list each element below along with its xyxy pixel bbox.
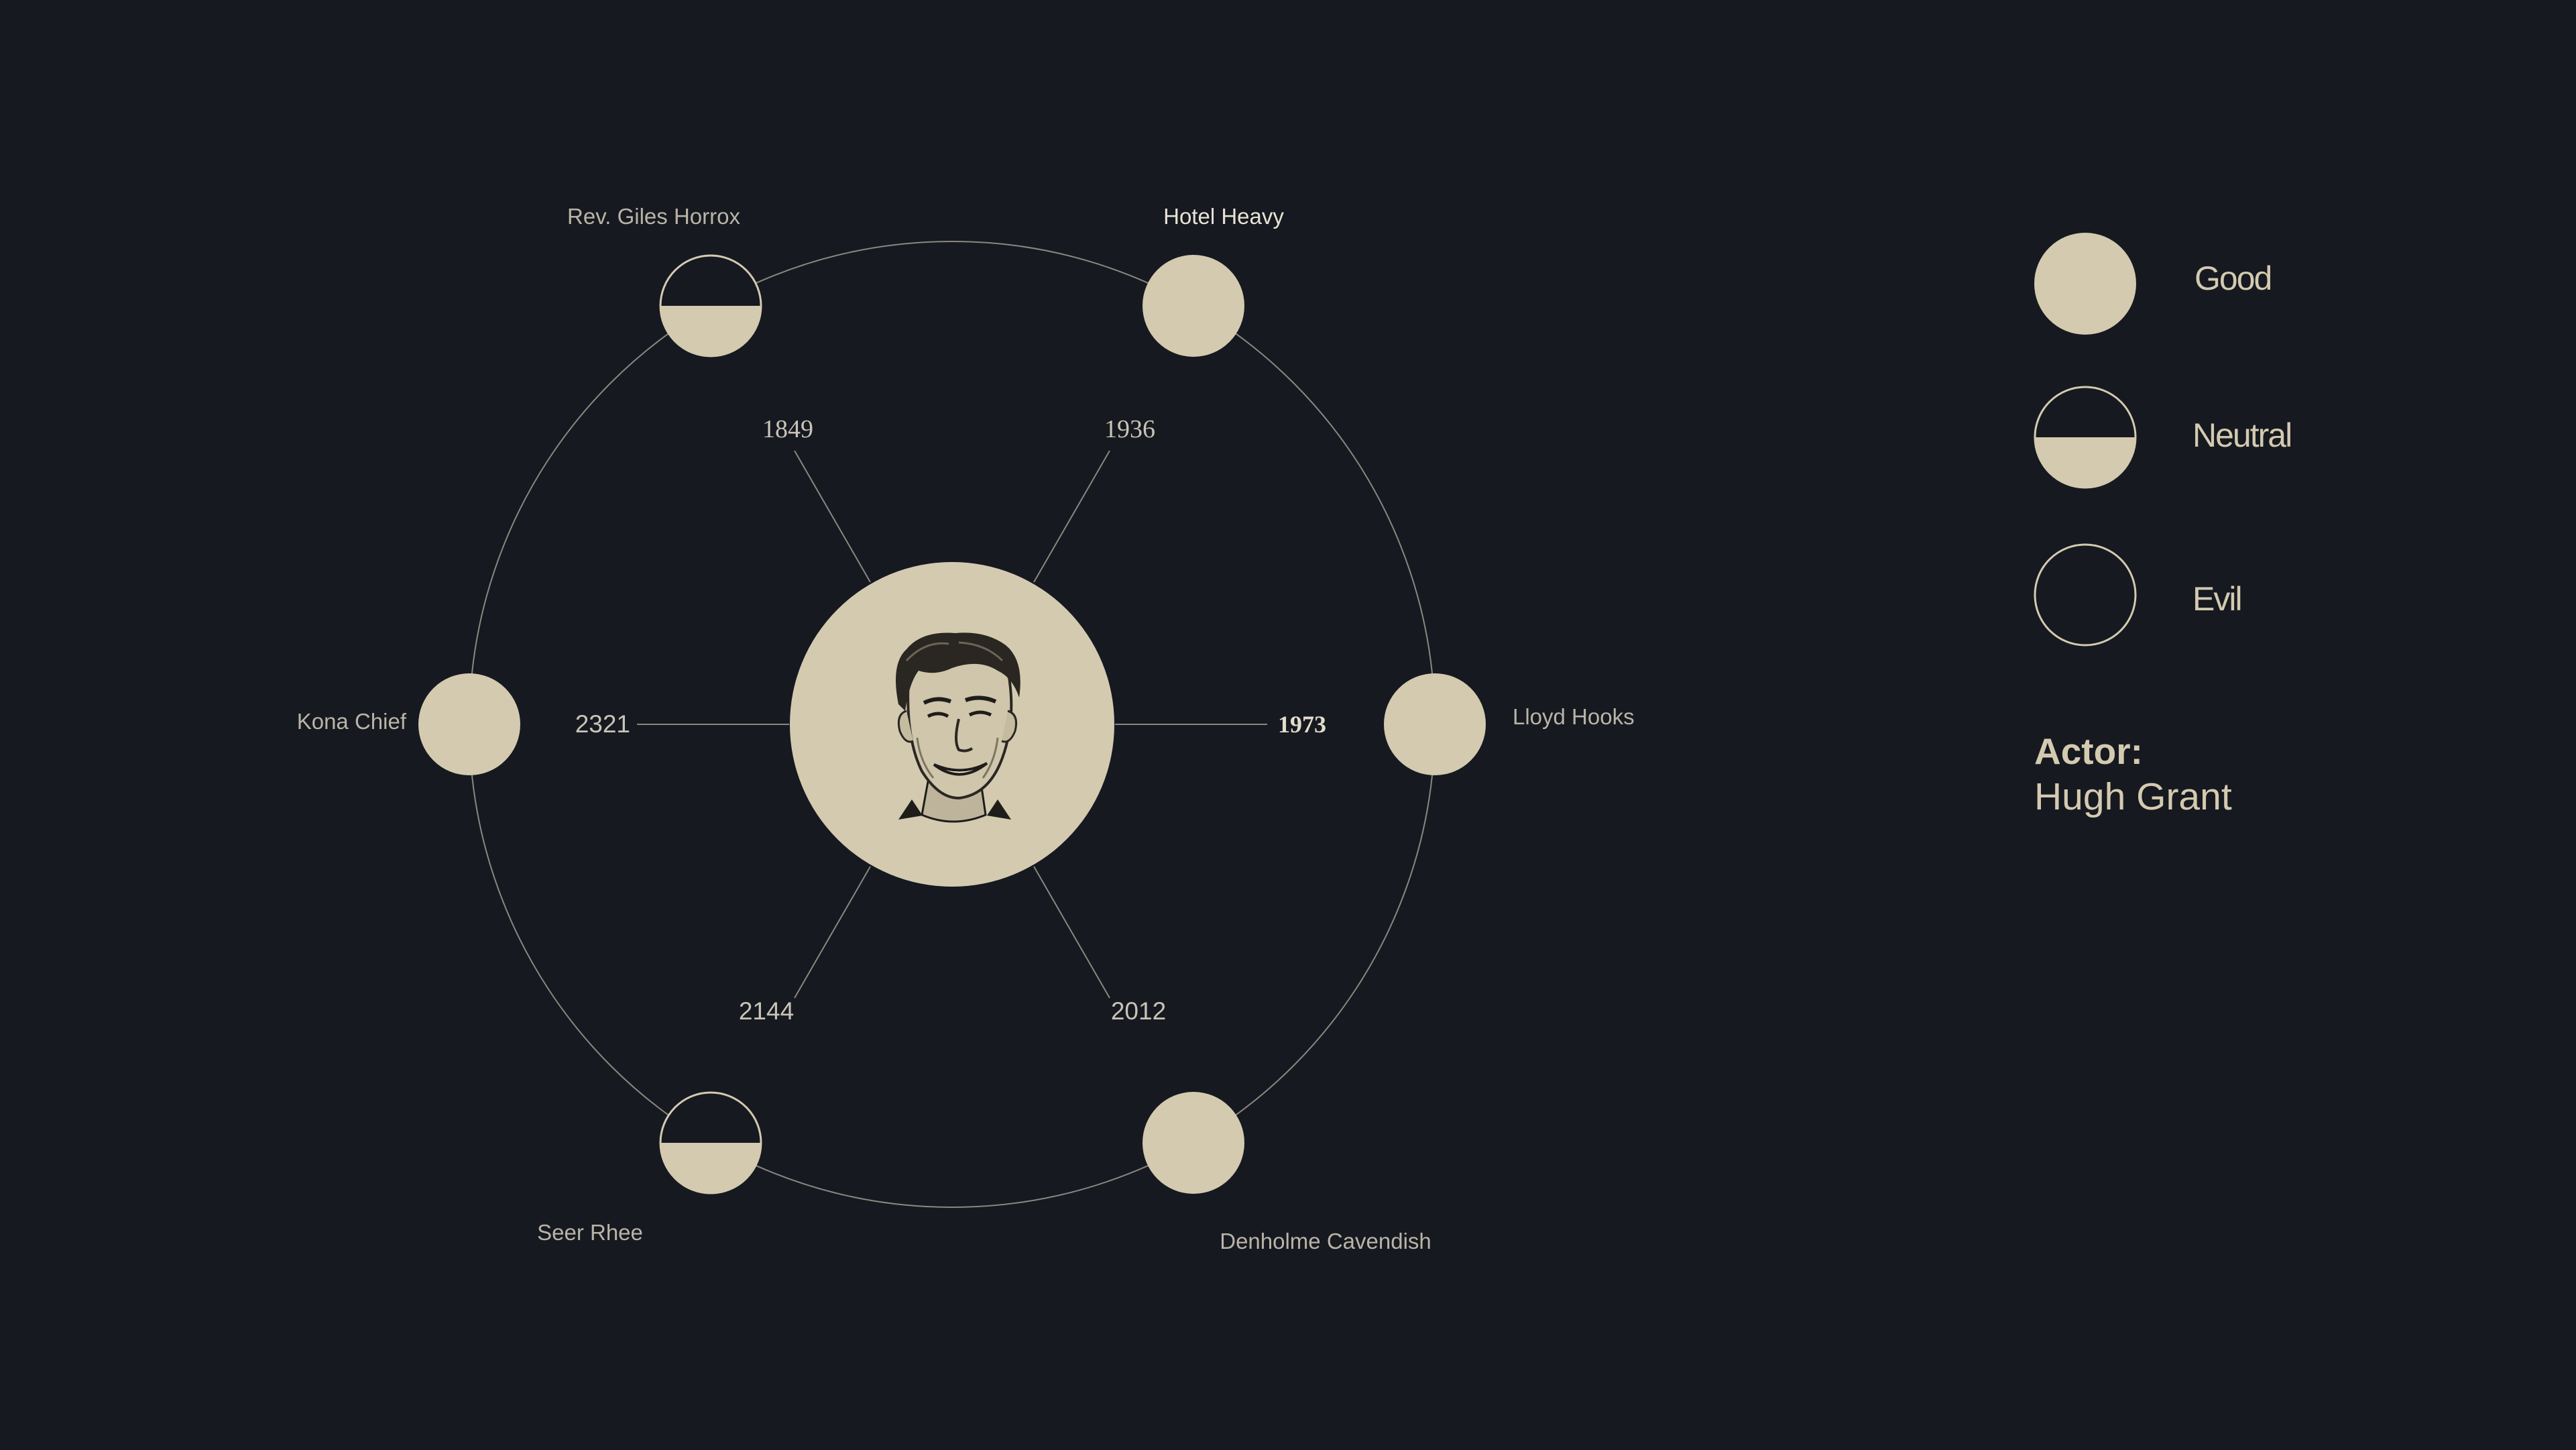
role-label-seer-rhee: Seer Rhee [537, 1220, 643, 1245]
legend-item-evil: Evil [2034, 543, 2243, 647]
role-labels: Rev. Giles Horrox Hotel Heavy Lloyd Hook… [297, 204, 1635, 1253]
role-node-kona-chief[interactable] [418, 673, 520, 775]
year-label-2012: 2012 [1111, 997, 1166, 1025]
role-label-rev-giles-horrox: Rev. Giles Horrox [567, 204, 740, 229]
role-label-lloyd-hooks: Lloyd Hooks [1513, 704, 1635, 729]
center-portrait [790, 562, 1114, 887]
year-label-2144: 2144 [739, 997, 794, 1025]
legend-swatch-good [2034, 233, 2136, 335]
role-node-seer-rhee[interactable] [659, 1091, 762, 1194]
legend-swatch-evil [2034, 543, 2137, 647]
role-node-denholme-cavendish[interactable] [1143, 1092, 1244, 1194]
spoke-1936 [1033, 450, 1110, 583]
role-label-kona-chief: Kona Chief [297, 709, 407, 734]
actor-portrait-illustration [896, 632, 1020, 823]
spoke-2144 [794, 866, 871, 999]
actor-caption: Actor: Hugh Grant [2034, 730, 2232, 818]
year-labels: 1849 1936 1973 2012 2144 2321 [575, 415, 1326, 1025]
legend-item-good: Good [2034, 233, 2272, 335]
legend-label-neutral: Neutral [2192, 416, 2291, 454]
year-label-1936: 1936 [1104, 415, 1155, 443]
role-node-rev-giles-horrox[interactable] [659, 254, 762, 357]
role-node-hotel-heavy[interactable] [1143, 255, 1244, 357]
year-label-1973: 1973 [1278, 711, 1326, 738]
role-label-hotel-heavy: Hotel Heavy [1163, 204, 1284, 229]
legend-label-good: Good [2194, 260, 2271, 297]
legend-label-evil: Evil [2192, 580, 2241, 618]
role-label-denholme-cavendish: Denholme Cavendish [1220, 1229, 1431, 1253]
spoke-2012 [1033, 866, 1110, 999]
year-label-2321: 2321 [575, 710, 630, 738]
spoke-1849 [794, 450, 871, 583]
actor-heading: Actor: [2034, 730, 2143, 772]
actor-name: Hugh Grant [2034, 775, 2232, 818]
year-label-1849: 1849 [762, 415, 813, 443]
role-nodes [418, 254, 1486, 1194]
legend: Good Neutral Evil [2034, 233, 2292, 647]
legend-item-neutral: Neutral [2034, 386, 2292, 489]
role-node-lloyd-hooks[interactable] [1384, 673, 1486, 775]
spokes [637, 450, 1267, 999]
